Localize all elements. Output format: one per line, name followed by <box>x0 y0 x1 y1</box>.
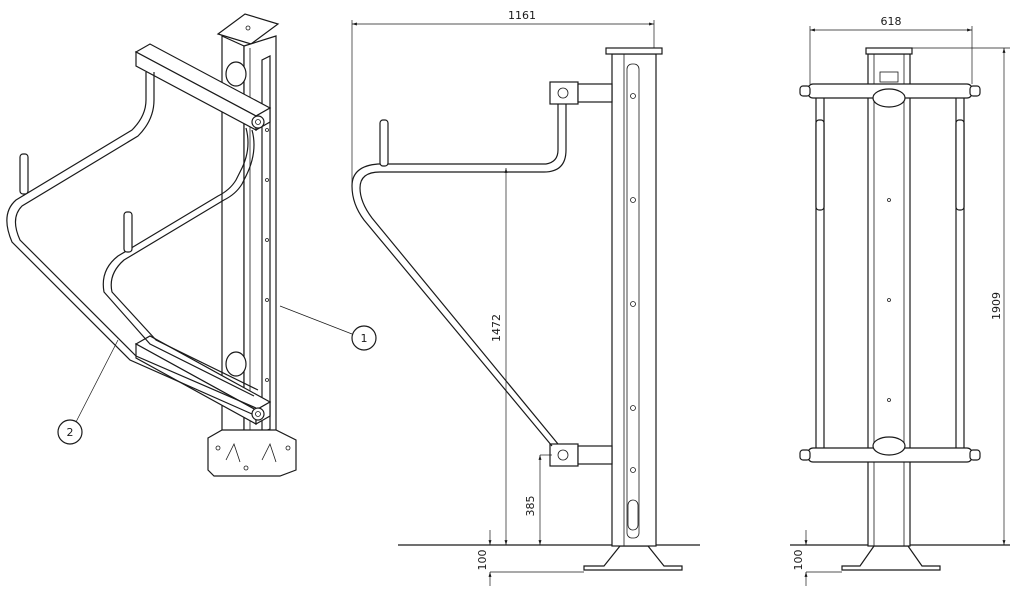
front-width-dimension: 618 <box>881 15 902 28</box>
balloon-2 <box>57 419 83 445</box>
side-bracket-height-dimension: 385 <box>524 496 537 517</box>
side-arm-height-dimension: 1472 <box>490 314 503 342</box>
front-view: 618 1909 100 <box>790 15 1010 586</box>
front-height-dimension: 1909 <box>990 292 1003 320</box>
balloon-1 <box>351 325 377 351</box>
side-base-offset-dimension: 100 <box>476 550 489 571</box>
side-view: 1161 1472 385 100 <box>351 9 700 586</box>
balloon-2-label: 2 <box>67 426 74 439</box>
side-width-dimension: 1161 <box>508 9 536 22</box>
isometric-view: 1 2 <box>6 13 377 477</box>
front-base-offset-dimension: 100 <box>792 550 805 571</box>
balloon-1-label: 1 <box>361 332 368 345</box>
